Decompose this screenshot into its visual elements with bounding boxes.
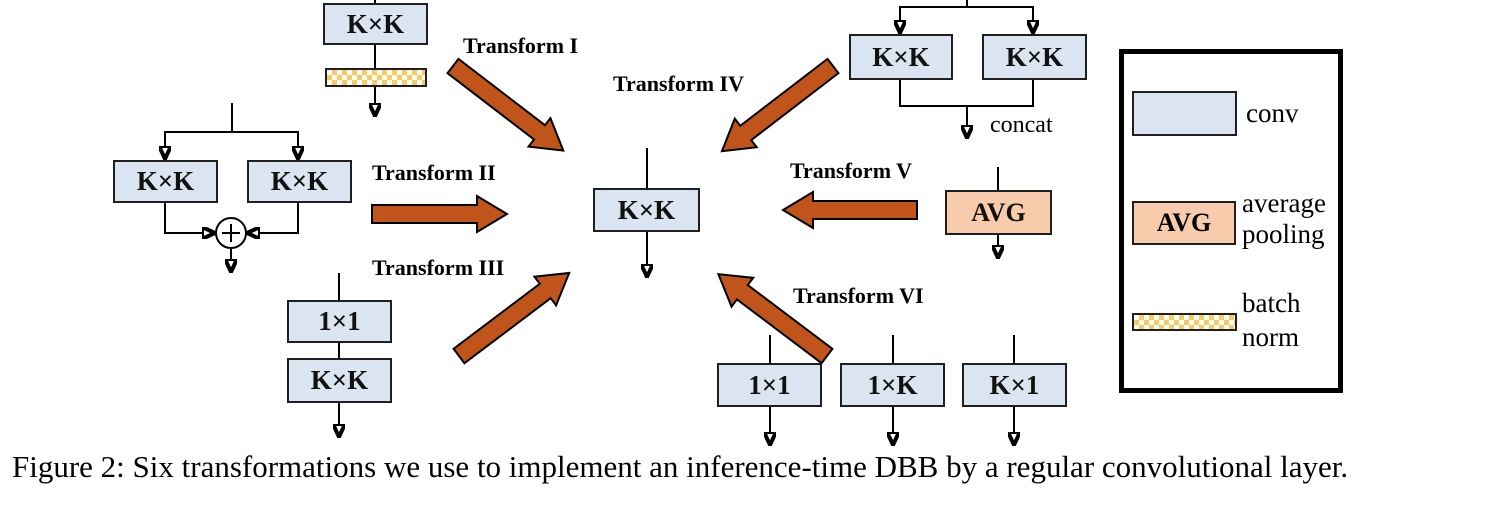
parallel-add-conv-right-box: K×K [247,160,352,203]
transform-2-arrow-icon [371,194,509,234]
avg-pooling-box: AVG [945,190,1052,235]
legend-bn-label-line2: norm [1242,322,1299,352]
multiscale-conv-1xK-box: 1×K [840,363,945,407]
legend-avg-label-line2: pooling [1242,219,1325,249]
sequential-conv-top-box: 1×1 [287,300,392,343]
transform-5-label: Transform V [790,158,913,183]
transform-3-arrow-icon [452,271,571,365]
legend-avg-label-line1: average [1242,188,1326,218]
transform-5-arrow-icon [781,190,918,230]
multiscale-branch-wires [770,335,1014,433]
transform-6-label: Transform VI [793,283,924,308]
sequential-conv-bottom-box: K×K [287,358,392,403]
legend-bn-label-line1: batch [1242,288,1301,318]
legend-conv-swatch [1132,91,1237,136]
add-operator-icon [215,217,247,249]
parallel-add-conv-left-box: K×K [113,160,218,203]
parallel-concat-branch-wires [899,0,1034,126]
parallel-concat-conv-right-box: K×K [982,34,1087,80]
transform-2-label: Transform II [372,160,496,185]
legend-bn-label: batch norm [1242,286,1300,354]
figure-caption: Figure 2: Six transformations we use to … [12,449,1349,484]
transform-3-label: Transform III [372,255,505,280]
transform-1-arrow-icon [446,57,565,152]
transform-4-arrow-icon [720,57,840,153]
legend-bn-swatch [1132,313,1237,331]
multiscale-conv-Kx1-box: K×1 [962,363,1067,407]
legend-conv-label: conv [1246,98,1299,128]
transform-1-label: Transform I [463,33,579,58]
concat-label: concat [990,112,1053,138]
multiscale-conv-1x1-box: 1×1 [717,363,822,407]
batch-norm-bar [325,68,427,87]
parallel-add-branch-wires [164,103,299,260]
legend-avg-swatch: AVG [1132,201,1236,245]
center-conv-box: K×K [593,188,700,232]
conv-bn-branch-conv-box: K×K [323,3,428,45]
parallel-concat-conv-left-box: K×K [849,34,953,80]
transform-4-label: Transform IV [613,71,744,96]
transform-6-arrow-icon [716,272,834,365]
